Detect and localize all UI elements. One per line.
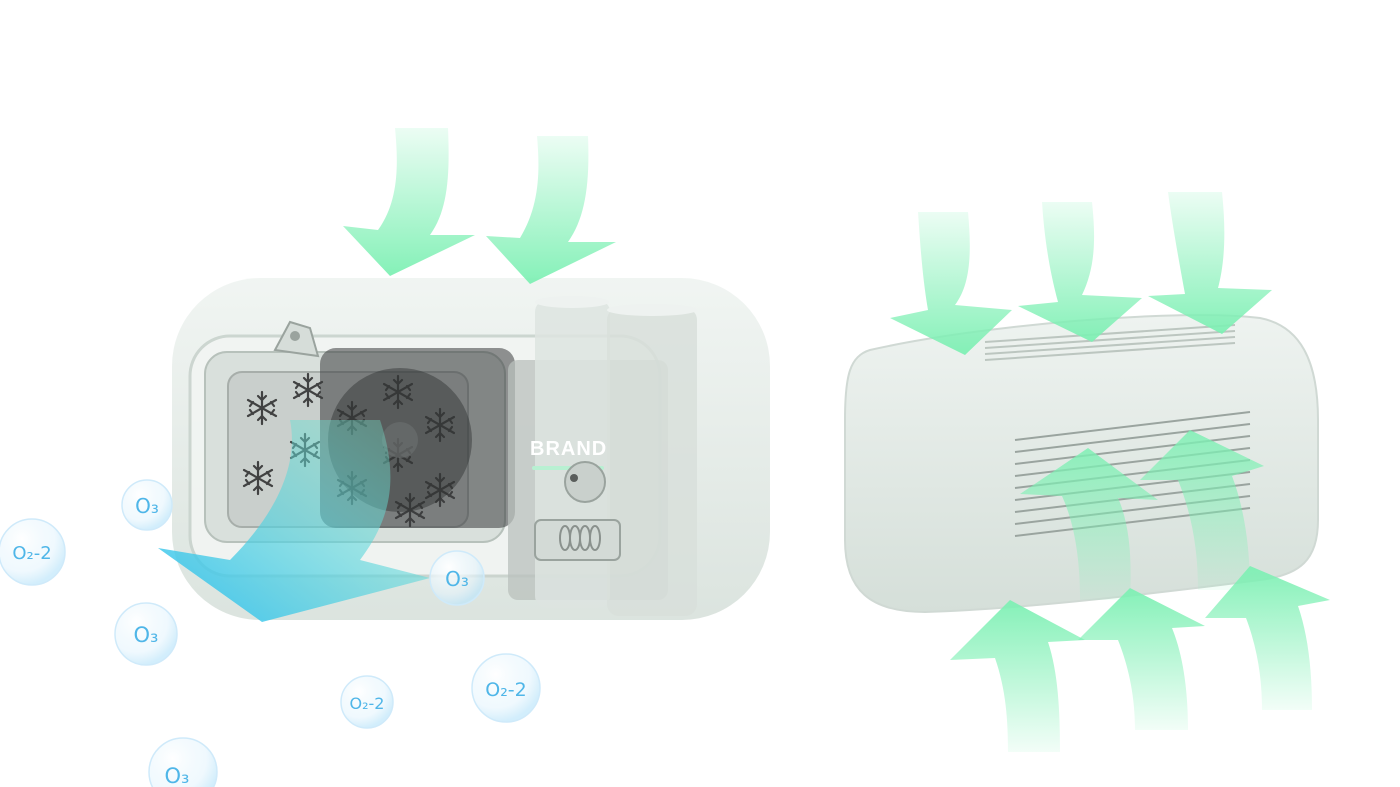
intake-arrow-right-1	[890, 212, 1012, 355]
intake-arrow-right-2	[1018, 202, 1142, 342]
airflow-up-arrow-5	[1205, 566, 1330, 710]
bubble-label: O₃	[165, 764, 190, 787]
bubble-label: O₃	[135, 494, 159, 518]
spring-clip	[534, 519, 621, 561]
intake-arrow-left-1	[343, 128, 475, 276]
airflow-up-arrow-2	[1140, 430, 1264, 590]
cold-air-outflow-arrow	[158, 420, 430, 622]
bubble: O₃	[114, 602, 178, 666]
bubble-label: O₂-2	[350, 694, 385, 713]
bubble-label: O₃	[134, 623, 159, 647]
airflow-up-arrow-1	[1020, 448, 1158, 600]
bubble: O₂-2	[340, 675, 394, 729]
cylinder-right	[607, 308, 697, 616]
control-knob	[564, 461, 606, 503]
brand-label: BRAND	[530, 438, 607, 460]
intake-arrow-left-2	[486, 136, 616, 284]
bubble: O₃	[121, 479, 173, 531]
bubble-label: O₂-2	[12, 543, 51, 564]
bubble: O₃	[429, 550, 485, 606]
top-vent-grille	[984, 324, 1236, 361]
bubble-label: O₂-2	[485, 679, 527, 701]
airflow-up-arrow-4	[1078, 588, 1205, 730]
ion-bubbles: O₃ O₂-2 O₃ O₂-2 O₂-2 O₃ O₃	[0, 479, 541, 787]
airflow-up-arrow-3	[950, 600, 1085, 752]
bubble: O₂-2	[471, 653, 541, 723]
intake-arrow-right-3	[1148, 192, 1272, 334]
bubble-label: O₃	[445, 567, 469, 591]
bubble: O₃	[148, 737, 218, 787]
bubble: O₂-2	[0, 518, 66, 586]
